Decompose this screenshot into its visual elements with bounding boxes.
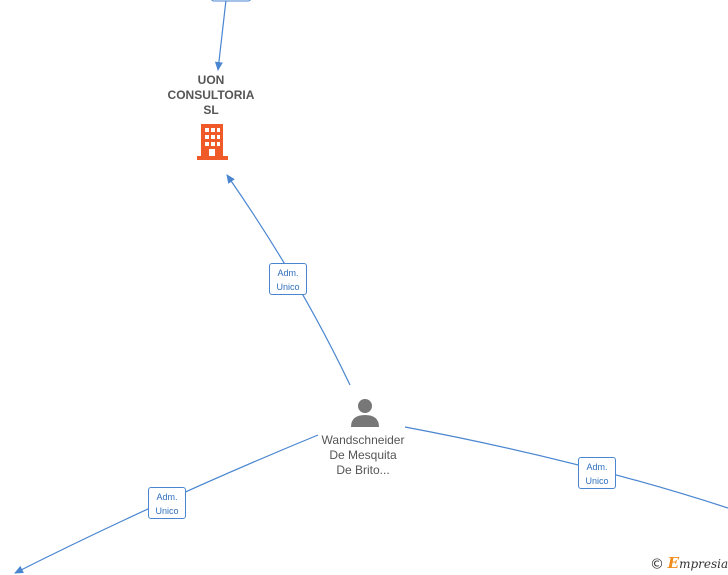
edge-person-to-right	[404, 426, 728, 509]
company-name-line-1: UON	[197, 73, 225, 87]
edge-label-right[interactable]: Adm. Unico	[578, 457, 616, 489]
edge-label-role: Adm.	[586, 462, 608, 472]
person-name[interactable]: Wandschneider De Mesquita De Brito...	[300, 433, 426, 478]
offscreen-node-top[interactable]	[211, 0, 251, 2]
person-name-line-1: Wandschneider	[321, 433, 405, 447]
edge-top-to-company	[214, 0, 227, 71]
edge-label-type: Unico	[276, 282, 300, 292]
edge-label-type: Unico	[155, 506, 179, 516]
edge-label-role: Adm.	[156, 492, 178, 502]
brand-logo-initial: E	[667, 554, 680, 572]
copyright-symbol: ©	[650, 556, 664, 573]
company-name-line-3: SL	[203, 103, 219, 117]
empresia-watermark[interactable]: © Empresia	[650, 554, 728, 574]
person-name-line-3: De Brito...	[336, 463, 390, 477]
edge-label-bottom-left[interactable]: Adm. Unico	[148, 487, 186, 519]
edge-label-type: Unico	[585, 476, 609, 486]
company-name-line-2: CONSULTORIA	[167, 88, 255, 102]
person-icon[interactable]	[350, 398, 380, 428]
building-icon[interactable]	[197, 124, 228, 160]
company-name[interactable]: UON CONSULTORIA SL	[150, 73, 272, 118]
edge-label-company[interactable]: Adm. Unico	[269, 263, 307, 295]
edge-label-role: Adm.	[277, 268, 299, 278]
person-name-line-2: De Mesquita	[329, 448, 397, 462]
brand-name: mpresia	[679, 557, 728, 571]
